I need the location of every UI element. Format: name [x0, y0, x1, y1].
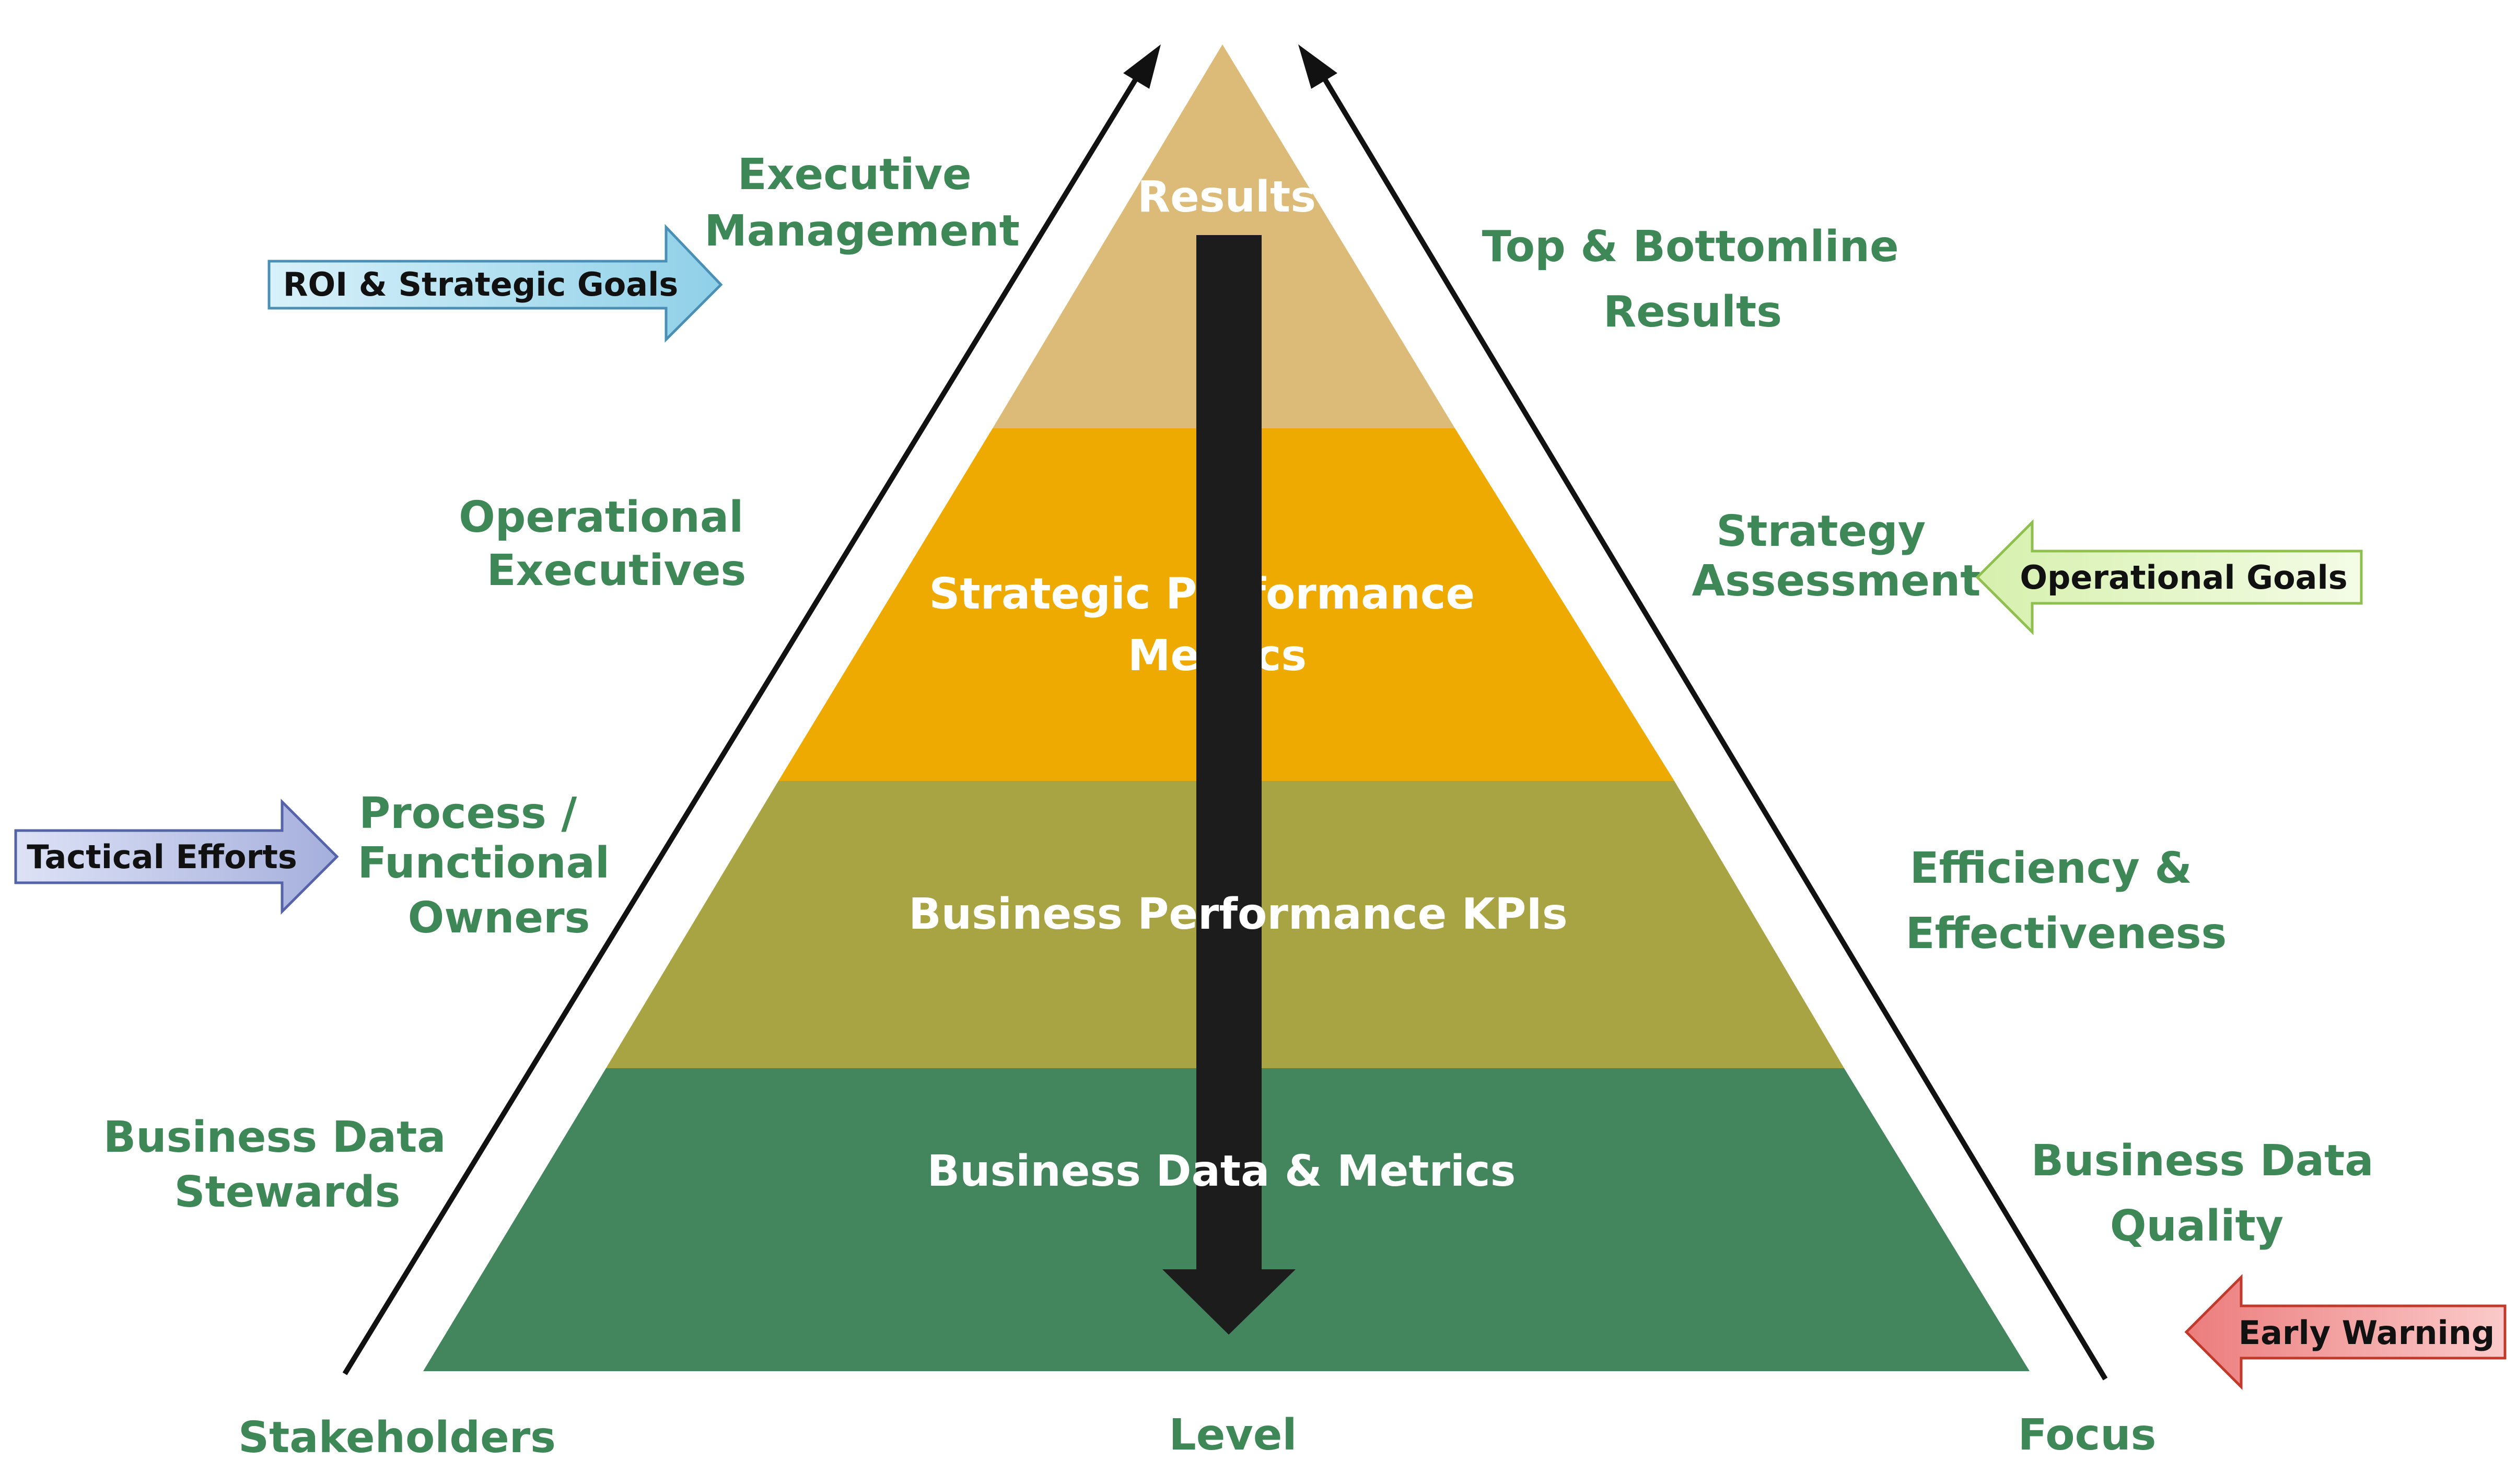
axis-label-level: Level [1169, 1410, 1297, 1460]
callout-tactical-efforts: Tactical Efforts [14, 798, 339, 915]
arrow-right-icon [14, 798, 339, 915]
arrow-right-icon [267, 224, 723, 343]
stakeholder-executive-management: Executive Management [704, 150, 1020, 256]
arrow-left-icon [2184, 1273, 2507, 1390]
tier-label-results: Results [1137, 172, 1316, 222]
right-axis-arrow [1298, 44, 2108, 1381]
focus-top-bottomline: Top & Bottomline Results [1482, 222, 1914, 337]
left-axis-arrow [342, 44, 1161, 1375]
focus-data-quality: Business Data Quality [2031, 1136, 2388, 1251]
tier-label-business-data: Business Data & Metrics [927, 1147, 1516, 1196]
callout-roi-label: ROI & Strategic Goals [283, 265, 679, 303]
callout-early-warning: Early Warning [2184, 1273, 2507, 1390]
stakeholder-process-owners: Process / Functional Owners [357, 789, 624, 943]
axis-label-stakeholders: Stakeholders [238, 1413, 556, 1463]
arrow-up-icon [1123, 44, 1161, 89]
callout-operational-goals-label: Operational Goals [2020, 558, 2347, 597]
callout-early-warning-label: Early Warning [2239, 1314, 2495, 1352]
stakeholder-data-stewards: Business Data Stewards [103, 1113, 461, 1217]
callout-tactical-label: Tactical Efforts [27, 838, 297, 876]
callout-operational-goals: Operational Goals [1975, 519, 2363, 636]
tier-label-business-kpis: Business Performance KPIs [908, 890, 1567, 939]
axis-label-focus: Focus [2018, 1410, 2157, 1460]
arrow-down-icon [1162, 235, 1296, 1335]
stakeholder-operational-executives: Operational Executives [459, 493, 759, 595]
arrow-up-icon [1298, 44, 1337, 89]
focus-efficiency-effectiveness: Efficiency & Effectiveness [1906, 844, 2227, 959]
callout-roi-strategic-goals: ROI & Strategic Goals [267, 224, 723, 343]
focus-strategy-assessment: Strategy Assessment [1692, 507, 1981, 606]
